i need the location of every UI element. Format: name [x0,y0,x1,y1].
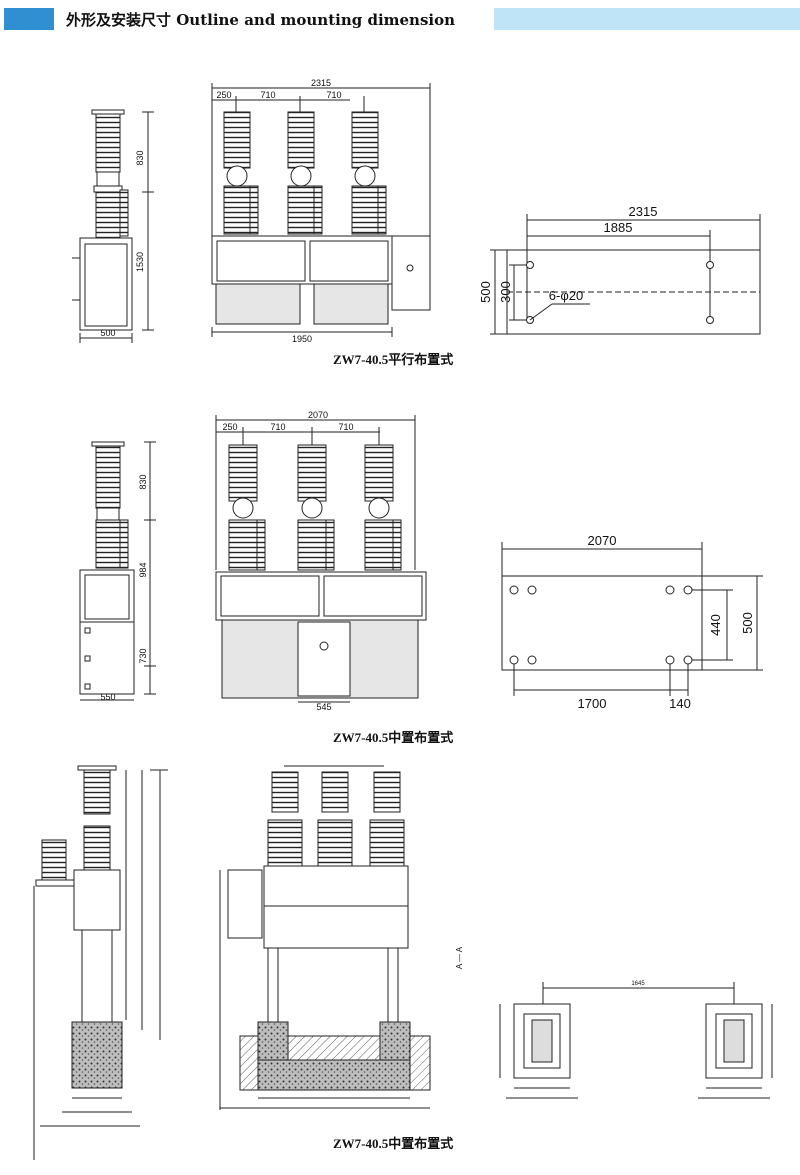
s1-front-view [211,83,431,337]
s2-side-dim-550: 550 [100,692,115,702]
s3-plan-dim-1645: 1645 [631,981,645,987]
s2-front-dim-710a: 710 [270,422,285,432]
s1-side-dim-830: 830 [135,150,145,165]
s2-plan-dim-2070: 2070 [588,533,617,548]
s2-front-dim-2070: 2070 [308,410,328,420]
s1-front-dim-710b: 710 [326,90,341,100]
s1-front-dim-2315: 2315 [311,78,331,88]
s1-side-dim-500: 500 [100,328,115,338]
header-blue-block [4,8,54,30]
s1-front-dim-710a: 710 [260,90,275,100]
s2-plan-dim-440: 440 [708,614,723,636]
s2-side-view [79,441,156,701]
s2-front-view [215,415,427,703]
section2-caption: ZW7-40.5中置布置式 [333,730,454,745]
s2-side-dim-730: 730 [138,648,148,663]
s1-plan-dim-2315: 2315 [629,204,658,219]
s1-plan-view [490,214,761,335]
s2-side-dim-830: 830 [138,474,148,489]
s1-plan-dim-500: 500 [478,281,493,303]
section3-caption: ZW7-40.5中置布置式 [333,1136,454,1151]
s3-front-view [219,765,431,1110]
s1-front-dim-1950: 1950 [292,334,312,344]
s2-plan-dim-500: 500 [740,612,755,634]
s1-side-dim-1530: 1530 [135,252,145,272]
s2-plan-dim-140: 140 [669,696,691,711]
s2-front-dim-250: 250 [222,422,237,432]
s3-section-mark: A — A [455,946,464,969]
section1-caption: ZW7-40.5平行布置式 [333,352,454,367]
s1-front-dim-250: 250 [216,90,231,100]
s1-plan-dim-300: 300 [498,281,513,303]
s2-plan-view [501,542,763,696]
s3-side-view [33,765,168,1160]
s3-plan-view [499,982,773,1099]
s1-plan-holes-label: 6-φ20 [549,288,583,303]
header-light-bar [494,8,800,30]
page-title: 外形及安装尺寸 Outline and mounting dimension [66,11,456,29]
s1-side-view [72,109,154,343]
s2-front-dim-710b: 710 [338,422,353,432]
s2-side-dim-984: 984 [138,562,148,577]
s2-front-dim-545: 545 [316,702,331,712]
s1-plan-dim-1885: 1885 [604,220,633,235]
s2-plan-dim-1700: 1700 [578,696,607,711]
